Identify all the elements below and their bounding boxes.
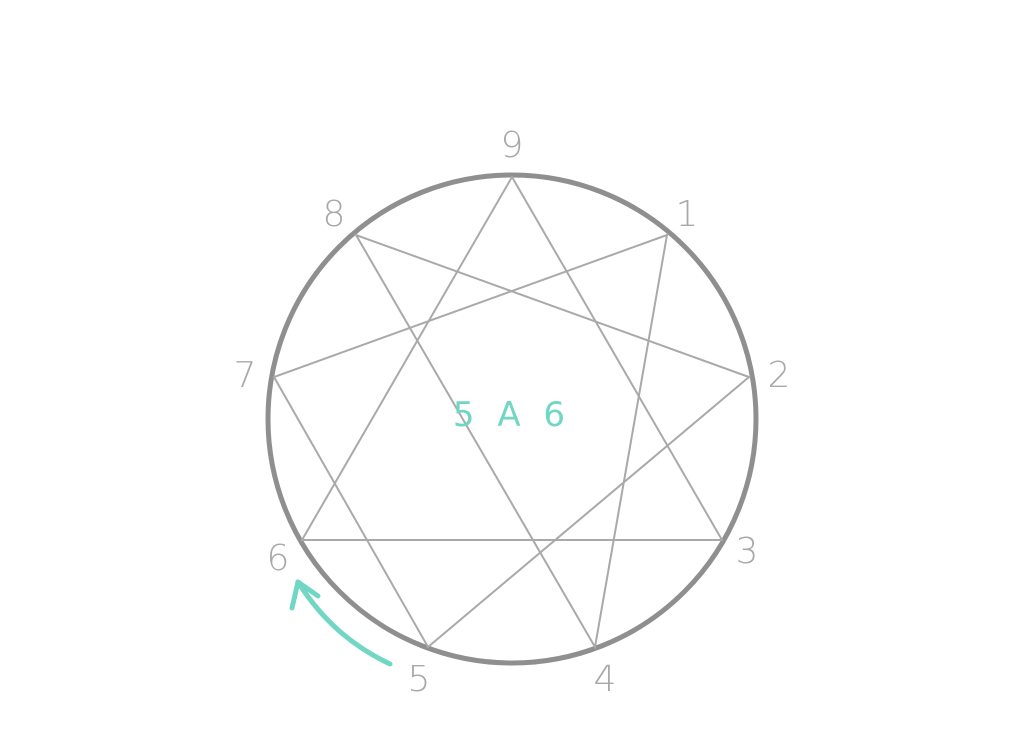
point-label-1: 1 [676, 194, 699, 235]
inner-hexad [272, 233, 751, 650]
point-label-3: 3 [736, 531, 759, 572]
point-label-9: 9 [501, 125, 524, 166]
point-label-8: 8 [323, 194, 346, 235]
enneagram-circle [265, 172, 759, 666]
point-label-6: 6 [267, 538, 290, 579]
inner-triangle [300, 175, 724, 541]
point-label-7: 7 [234, 355, 257, 396]
wing-arrow-icon [289, 579, 393, 667]
point-label-4: 4 [594, 659, 617, 700]
point-label-5: 5 [408, 659, 431, 700]
center-label: 5 A 6 [453, 395, 571, 435]
point-label-2: 2 [768, 355, 791, 396]
